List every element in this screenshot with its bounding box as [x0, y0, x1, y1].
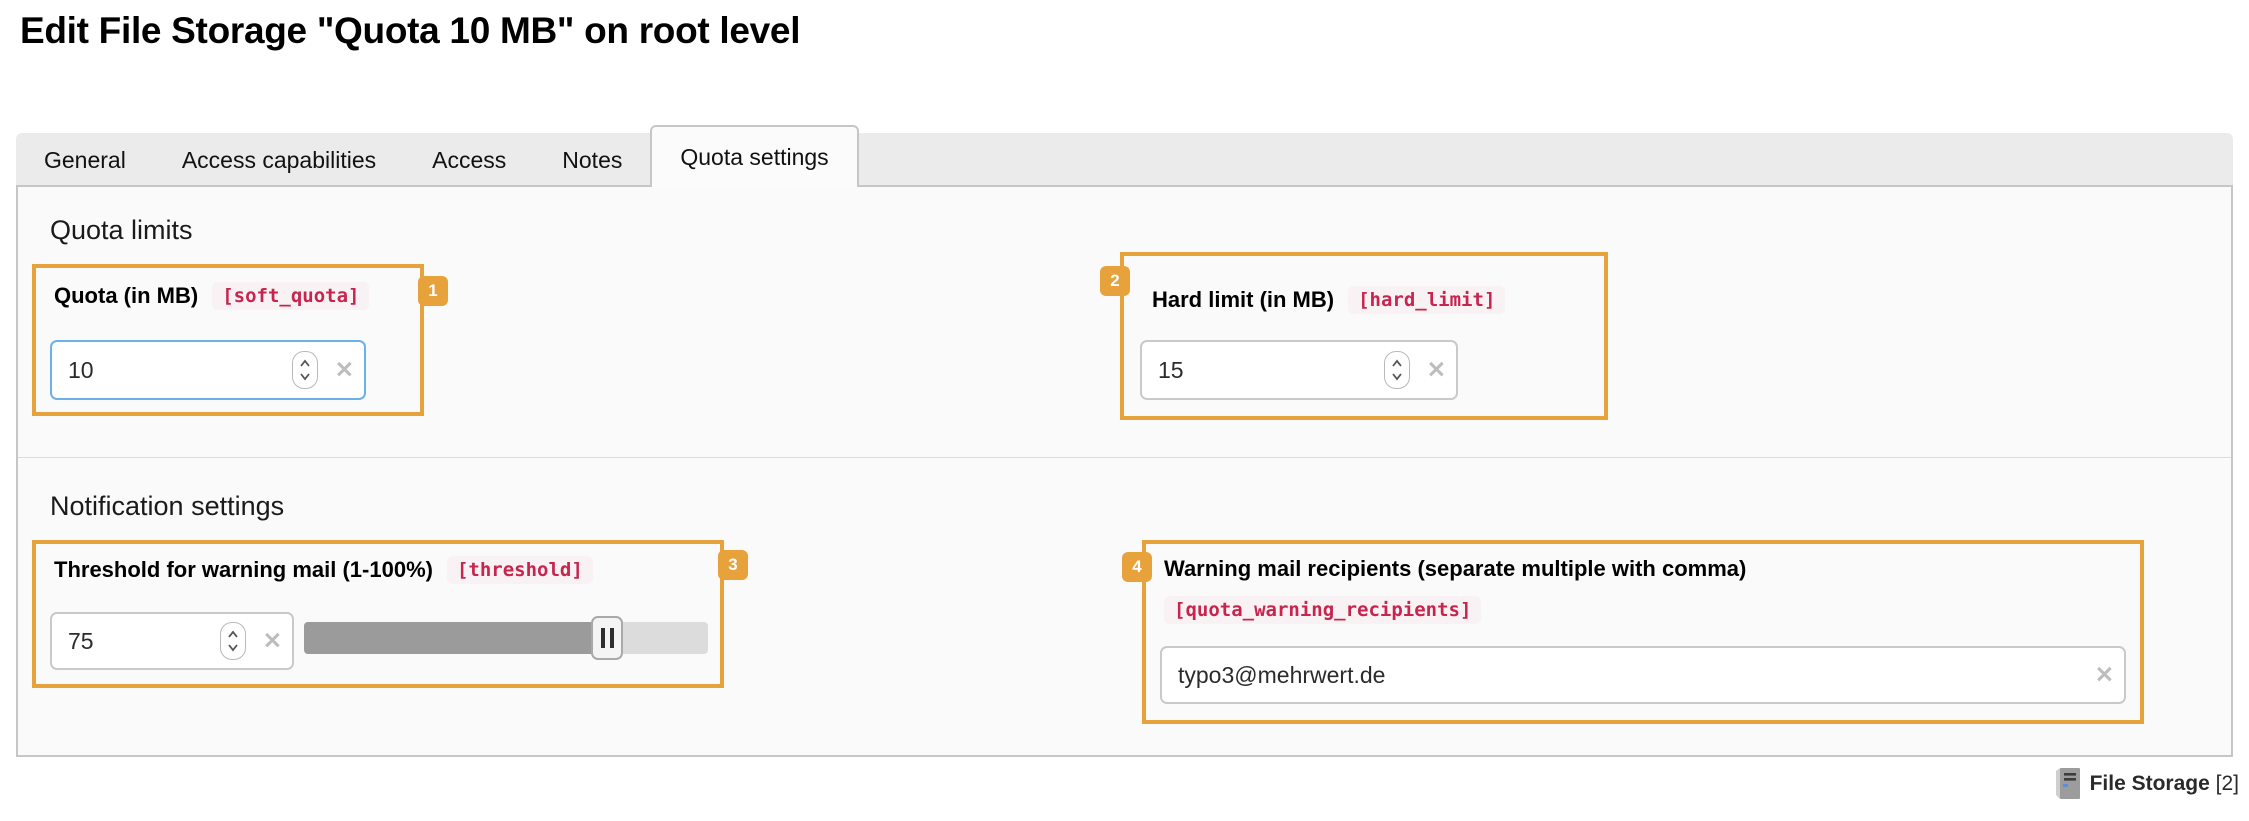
recipients-code-badge: [quota_warning_recipients]: [1164, 596, 1482, 624]
hard-limit-code-badge: [hard_limit]: [1348, 286, 1506, 314]
recipients-label: Warning mail recipients (separate multip…: [1164, 556, 1747, 581]
section-heading-quota-limits: Quota limits: [50, 215, 193, 245]
slider-grip-icon: [609, 628, 614, 648]
threshold-code-badge: [threshold]: [446, 556, 593, 584]
clear-field-icon[interactable]: ✕: [2094, 661, 2114, 688]
file-storage-icon: [2055, 768, 2080, 799]
recipients-field: ✕: [1160, 646, 2126, 704]
tab-bar: General Access capabilities Access Notes…: [16, 125, 2233, 187]
annotation-badge-4: 4: [1122, 552, 1152, 582]
threshold-slider[interactable]: [304, 616, 708, 660]
annotation-box-1: 1 Quota (in MB) [soft_quota] ✕: [32, 264, 448, 416]
hard-limit-field: ✕: [1140, 340, 1458, 400]
annotation-box-2: 2 Hard limit (in MB) [hard_limit] ✕: [1100, 252, 1608, 420]
tab-notes[interactable]: Notes: [562, 146, 623, 173]
annotation-badge-1: 1: [418, 276, 448, 306]
slider-grip-icon: [600, 628, 605, 648]
annotation-badge-3: 3: [718, 550, 748, 580]
soft-quota-label: Quota (in MB): [54, 283, 199, 308]
soft-quota-code-badge: [soft_quota]: [212, 282, 370, 310]
clear-field-icon[interactable]: ✕: [1426, 356, 1446, 383]
section-heading-notification: Notification settings: [50, 491, 285, 521]
number-stepper-icon[interactable]: [220, 622, 246, 660]
hard-limit-label: Hard limit (in MB): [1152, 287, 1335, 312]
annotation-box-4: 4 Warning mail recipients (separate mult…: [1122, 540, 2144, 724]
threshold-label: Threshold for warning mail (1-100%): [54, 557, 433, 582]
clear-field-icon[interactable]: ✕: [262, 627, 282, 654]
threshold-field: ✕: [50, 612, 294, 670]
tab-content-panel: Quota limits 1 Quota (in MB) [soft_quota…: [16, 185, 2233, 757]
threshold-slider-handle[interactable]: [591, 616, 623, 660]
number-stepper-icon[interactable]: [1384, 351, 1410, 389]
tab-quota-settings[interactable]: Quota settings: [650, 125, 859, 187]
record-count: [2]: [2215, 772, 2239, 795]
annotation-box-3: 3 Threshold for warning mail (1-100%) [t…: [32, 540, 748, 688]
tab-access-capabilities[interactable]: Access capabilities: [181, 146, 377, 173]
hard-limit-input[interactable]: [1140, 340, 1458, 400]
record-type-label: File Storage: [2089, 772, 2210, 795]
number-stepper-icon[interactable]: [292, 351, 318, 389]
soft-quota-input[interactable]: [50, 340, 366, 400]
record-info: File Storage [2]: [2055, 768, 2239, 800]
tab-access[interactable]: Access: [432, 146, 507, 173]
tab-general[interactable]: General: [44, 146, 126, 173]
section-divider: [18, 457, 2231, 458]
recipients-input[interactable]: [1160, 646, 2126, 704]
soft-quota-field: ✕: [50, 340, 366, 400]
threshold-slider-fill: [304, 622, 607, 654]
annotation-badge-2: 2: [1100, 266, 1130, 296]
page-title: Edit File Storage "Quota 10 MB" on root …: [20, 10, 801, 51]
clear-field-icon[interactable]: ✕: [334, 356, 354, 383]
threshold-input[interactable]: [50, 612, 294, 670]
